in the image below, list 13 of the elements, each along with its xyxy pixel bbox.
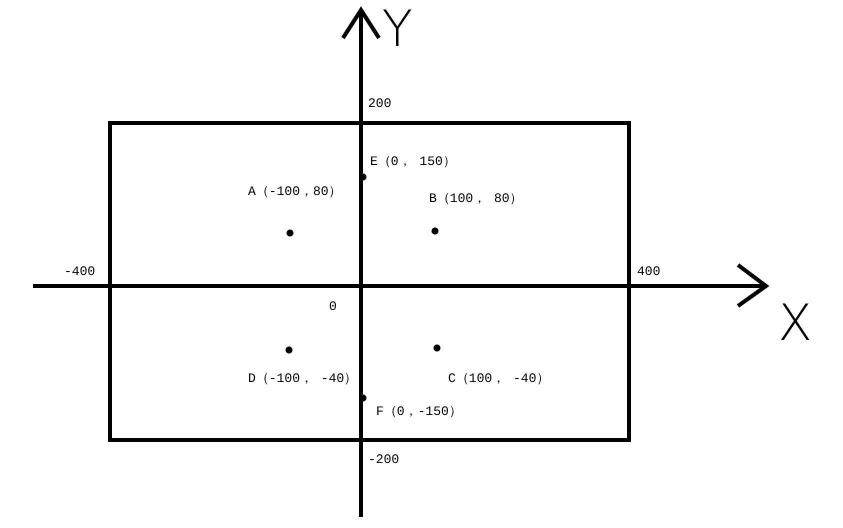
tick-label: 0 [329,300,337,313]
point-label: F（0，-150） [376,405,462,418]
axis-label: X [778,298,812,348]
point-label: E（0， 150） [370,155,456,168]
axis-label: Y [382,4,413,54]
tick-label: -400 [64,265,96,278]
point-label: C（100， -40） [448,372,550,385]
point-label: D（-100， -40） [248,372,358,385]
tick-label: 200 [368,97,392,110]
point-label: A（-100，80） [248,185,342,198]
tick-label: 400 [637,265,660,278]
tick-label: -200 [368,453,400,466]
point-label: B（100， 80） [429,192,523,205]
